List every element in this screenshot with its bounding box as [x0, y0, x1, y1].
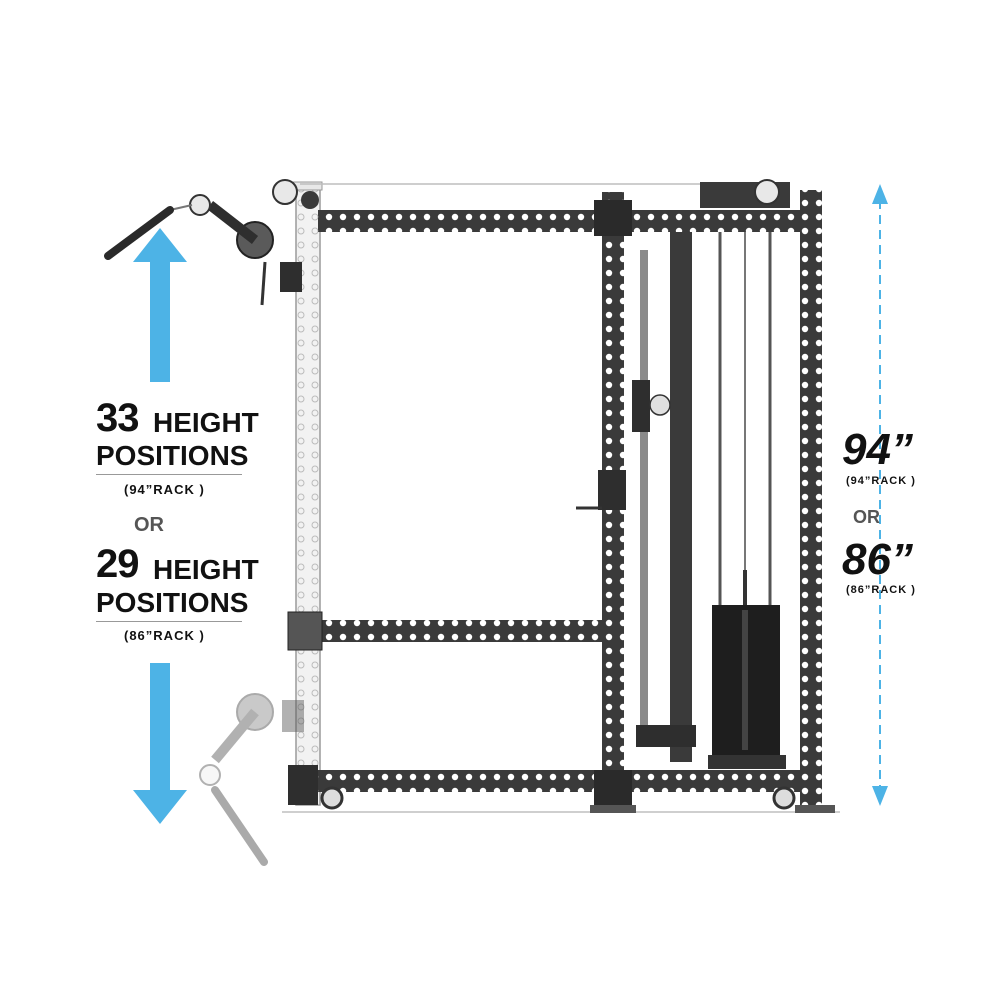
weight-stack-rods — [718, 232, 772, 620]
top-crossmember — [318, 210, 808, 232]
dimension-b: 86” — [842, 535, 913, 584]
bottom-crossmember — [318, 770, 808, 792]
casters — [288, 765, 796, 810]
weight-stack — [708, 605, 786, 769]
cable-handle-icon — [104, 194, 302, 306]
option-b-height-word: HEIGHT — [153, 554, 259, 585]
or-label-right: OR — [853, 507, 880, 527]
dimension-arrow-icon — [872, 184, 888, 806]
cable-tower — [576, 232, 696, 762]
up-arrow-icon — [133, 228, 187, 382]
down-arrow-icon — [133, 663, 187, 824]
pulley-icon — [272, 179, 790, 209]
option-b-positions-word: POSITIONS — [96, 587, 249, 618]
dimension-a-note: (94”RACK ) — [846, 475, 916, 487]
dimension-b-note: (86”RACK ) — [846, 584, 916, 596]
option-a-positions-word: POSITIONS — [96, 440, 249, 471]
option-a-number: 33 — [96, 396, 139, 440]
option-a-height-word: HEIGHT — [153, 407, 259, 438]
option-b-rack-note: (86”RACK ) — [124, 628, 205, 643]
or-label-left: OR — [134, 514, 164, 536]
left-upright — [281, 181, 323, 806]
option-b-number: 29 — [96, 542, 139, 586]
lower-cable-arm — [199, 693, 304, 866]
right-upright — [795, 190, 835, 813]
dimension-a: 94” — [842, 425, 913, 474]
middle-crossmember — [287, 611, 602, 651]
option-a-rack-note: (94”RACK ) — [124, 482, 205, 497]
divider — [96, 474, 242, 475]
divider — [96, 621, 242, 622]
